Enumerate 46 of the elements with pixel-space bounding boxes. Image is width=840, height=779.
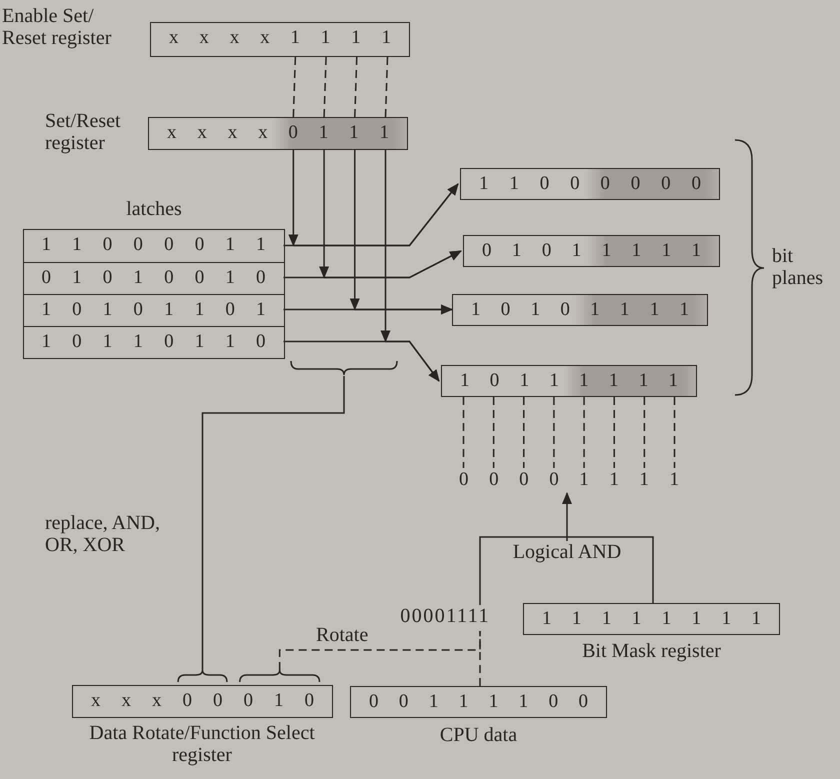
edge-label: replace, AND, OR, XOR — [45, 512, 161, 558]
dashed-line — [583, 397, 585, 468]
bit-plane: 1 1 0 0 0 0 0 0 — [460, 168, 720, 200]
latch-row: 1 0 1 1 0 1 1 0 — [24, 326, 284, 358]
latch-row: 1 0 1 0 1 1 0 1 — [24, 294, 284, 326]
bit-register: x x x 0 0 0 1 0 — [72, 685, 333, 718]
bit-register: x x x x 0 1 1 1 — [148, 117, 408, 150]
dashed-line — [323, 56, 327, 118]
dashed-line — [354, 56, 358, 118]
connector-line — [567, 536, 654, 603]
bit-register: 1 1 1 1 1 1 1 1 — [523, 603, 780, 635]
operation-label: Logical AND — [512, 541, 622, 565]
bit-plane: 1 0 1 0 1 1 1 1 — [452, 294, 708, 326]
register-label: Set/Reset register — [45, 110, 122, 155]
latches-label: latches — [125, 198, 183, 222]
bit-register: 0 0 1 1 1 1 0 0 — [350, 686, 607, 718]
arrow — [319, 150, 462, 278]
bit-plane: 0 1 0 1 1 1 1 1 — [463, 235, 720, 267]
register-label: Bit Mask register — [581, 640, 722, 664]
arrow — [350, 150, 453, 314]
edge-label: Rotate — [316, 624, 370, 648]
register-label: Enable Set/ Reset register — [2, 5, 112, 51]
dashed-line — [613, 397, 615, 468]
arrow — [562, 492, 572, 541]
dashed-line — [674, 397, 676, 468]
arrow — [380, 150, 440, 382]
dashed-line — [292, 56, 296, 118]
result-bits: 0 0 0 0 1 1 1 1 — [458, 468, 680, 492]
dashed-line — [479, 631, 481, 686]
latch-row-text: 1 1 0 0 0 0 1 1 — [40, 232, 266, 256]
bit-plane: 1 0 1 1 1 1 1 1 — [441, 365, 697, 397]
latch-row: 0 1 0 1 0 0 1 0 — [24, 262, 284, 294]
rotated-bits: 00001111 — [399, 605, 490, 629]
dashed-line — [553, 397, 555, 468]
dashed-line — [644, 397, 646, 468]
group-label: bit planes — [772, 245, 824, 291]
register-label: CPU data — [438, 724, 518, 748]
dashed-line — [384, 56, 388, 118]
bit-register: x x x x 1 1 1 1 — [150, 22, 410, 57]
dashed-line — [492, 397, 494, 468]
dashed-line — [523, 397, 525, 468]
connector-line — [479, 536, 567, 605]
dashed-line — [462, 397, 464, 468]
dashed-line — [278, 631, 481, 670]
register-label: Data Rotate/Function Select register — [88, 722, 316, 768]
connector-line — [202, 376, 345, 670]
